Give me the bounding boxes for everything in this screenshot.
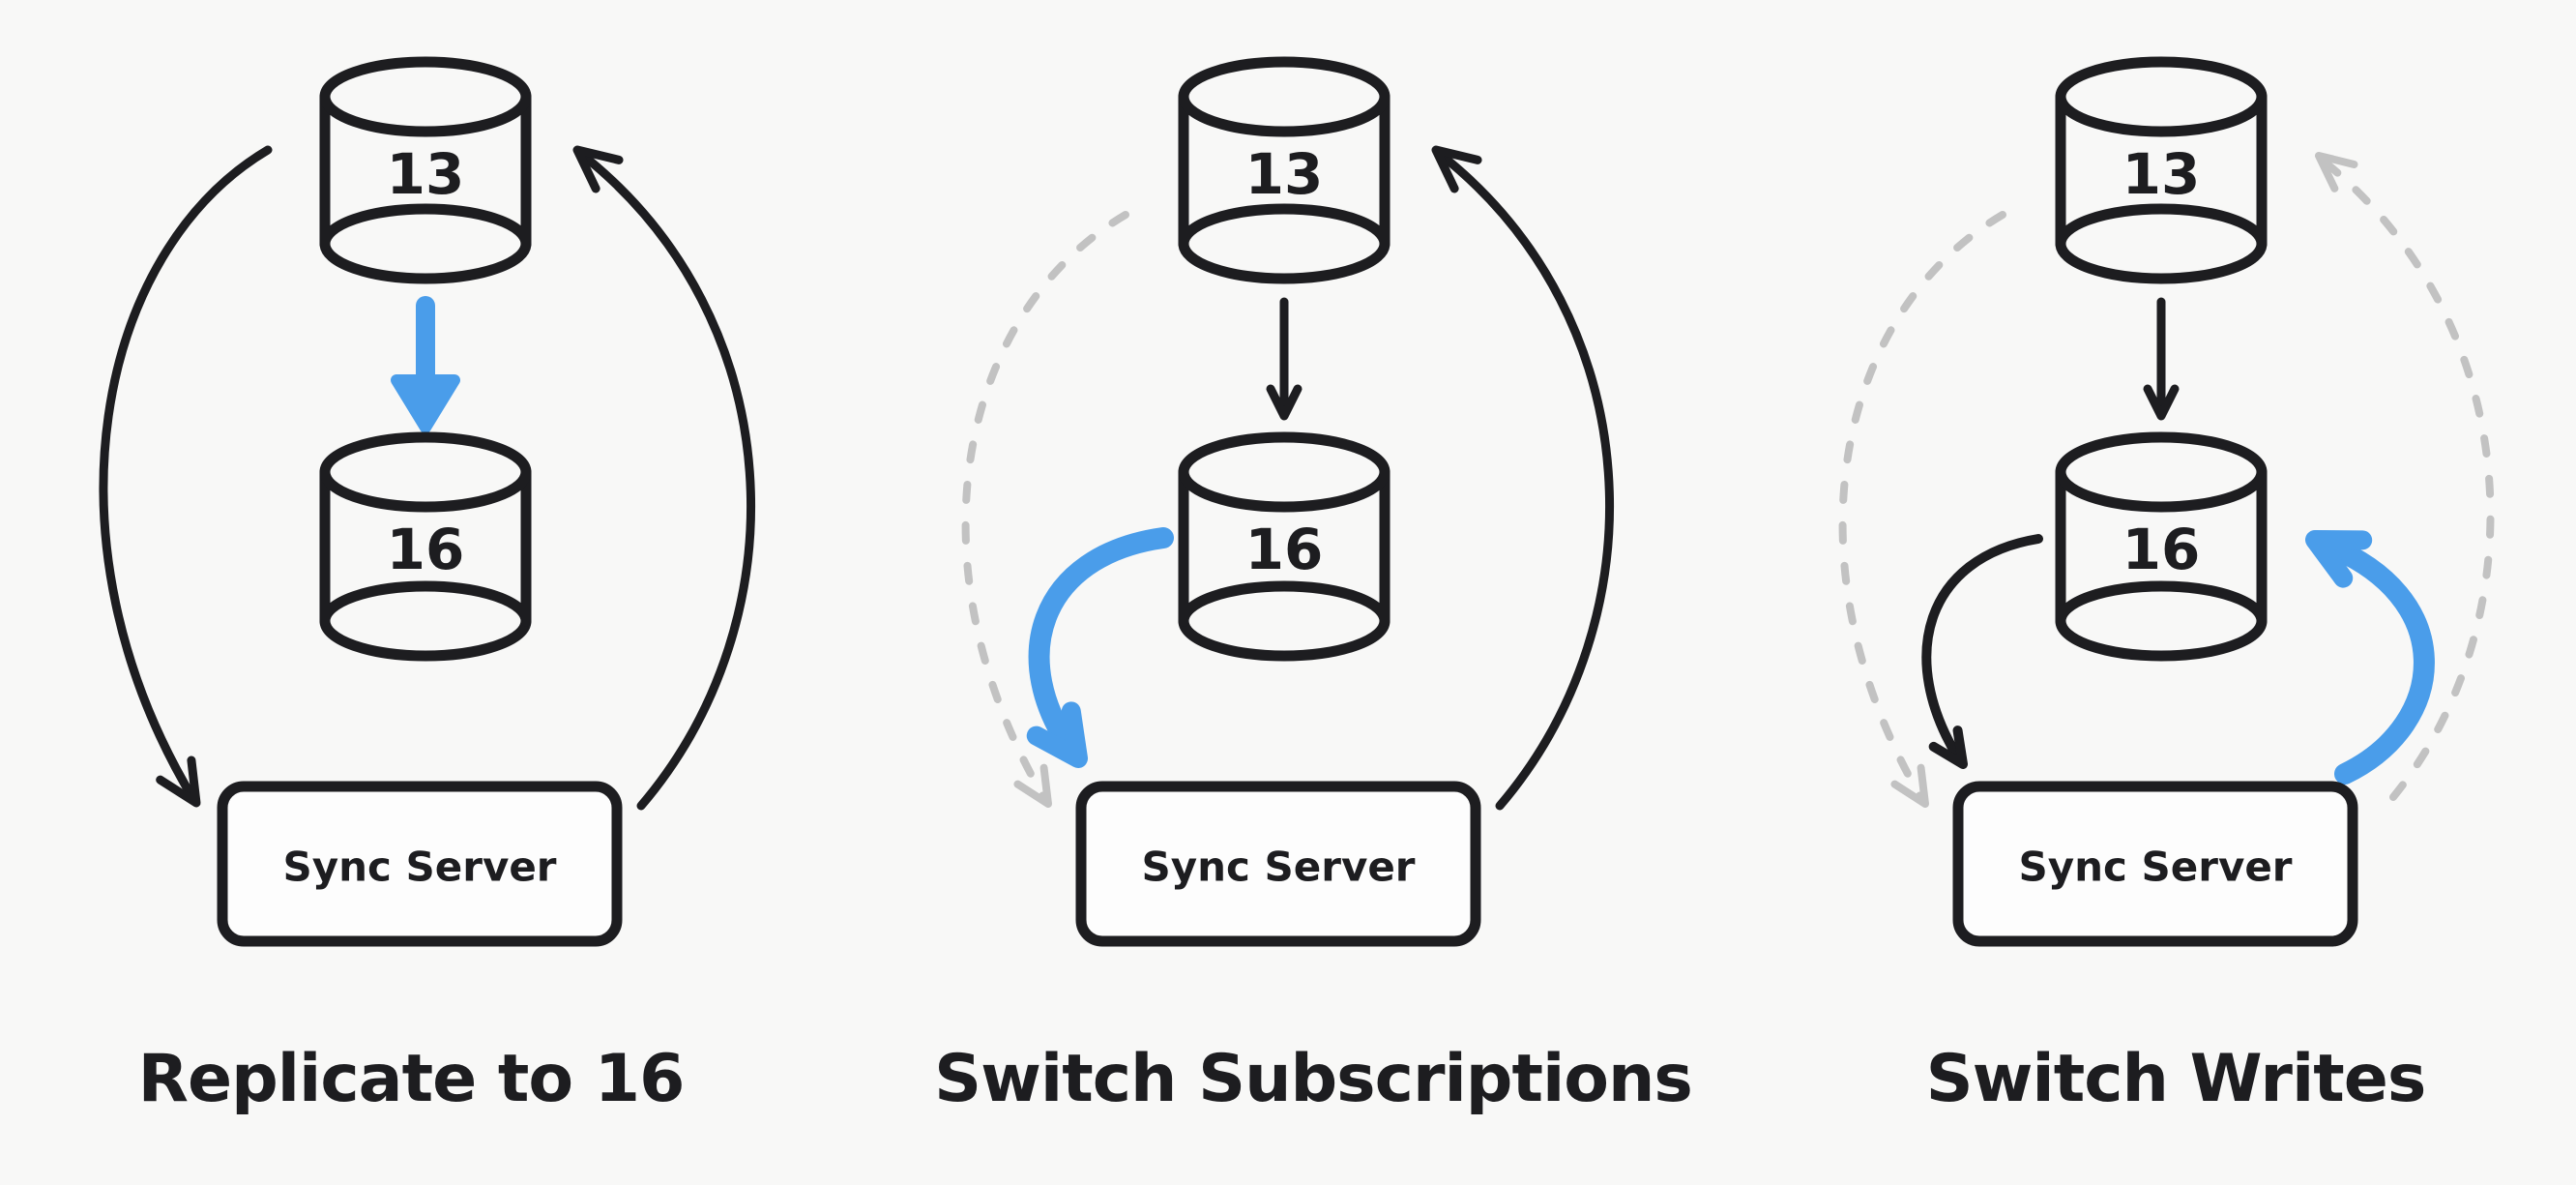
arrowhead-down-icon: [1013, 763, 1052, 808]
arc-db13-to-server: [99, 145, 273, 808]
replication-arrow-blue: [391, 296, 460, 433]
db-cylinder-16: 16: [2055, 431, 2268, 662]
db16-label: 16: [387, 517, 465, 582]
replication-arrow: [1266, 297, 1303, 421]
db-cylinder-16: 16: [1178, 431, 1390, 662]
db-cylinder-13: 13: [319, 56, 532, 284]
sync-server-label: Sync Server: [282, 844, 556, 891]
db13-label: 13: [2122, 141, 2201, 207]
db13-label: 13: [1245, 141, 1324, 207]
old-arc-db13-to-server-dashed: [1838, 211, 2006, 808]
db16-label: 16: [1245, 517, 1324, 582]
arrowhead-up-icon: [1431, 145, 1482, 193]
panel-switch-writes: 13 16: [1736, 0, 2576, 1185]
panel-3-drawing: 13 16: [1838, 56, 2495, 1117]
panel-2-drawing: 13 16: [934, 56, 1693, 1117]
panel-caption: Switch Writes: [1926, 1041, 2426, 1117]
sync-server-box: Sync Server: [1075, 781, 1481, 947]
panel-caption: Switch Subscriptions: [934, 1041, 1692, 1117]
arrowhead-down-icon: [1266, 384, 1303, 421]
panel-switch-subscriptions: 13 16: [859, 0, 1719, 1185]
arrowhead-down-icon: [1890, 763, 1929, 808]
old-arc-server-to-db13-dashed: [2315, 152, 2495, 801]
panel-replicate-to-16: 13 16 Sync Server Replicate to 16: [0, 0, 861, 1185]
arc-server-to-db13: [1431, 145, 1615, 811]
arrowhead-up-icon: [2315, 152, 2358, 193]
sync-server-label: Sync Server: [2018, 844, 2292, 891]
sync-server-label: Sync Server: [1141, 844, 1415, 891]
arrowhead-up-icon: [572, 145, 624, 193]
db-cylinder-13: 13: [2055, 56, 2268, 284]
replication-arrow: [2143, 297, 2180, 421]
db13-label: 13: [387, 141, 465, 207]
db-cylinder-13: 13: [1178, 56, 1390, 284]
sync-server-box: Sync Server: [1952, 781, 2358, 947]
db16-label: 16: [2122, 517, 2201, 582]
arc-db16-to-server: [1921, 534, 2043, 769]
arrowhead-down-icon: [156, 755, 201, 808]
new-writes-arc-blue: [2305, 530, 2435, 785]
new-subscription-arc-blue: [1026, 527, 1174, 768]
arrowhead-down-icon: [2143, 384, 2180, 421]
arrowhead-up-icon: [2305, 530, 2373, 588]
db-cylinder-16: 16: [319, 431, 532, 662]
arc-server-to-db13: [572, 145, 756, 811]
old-arc-db13-to-server-dashed: [961, 211, 1129, 808]
panel-1-drawing: 13 16 Sync Server Replicate to 16: [99, 56, 756, 1117]
arrowhead-down-icon: [1928, 726, 1968, 769]
sync-server-box: Sync Server: [217, 781, 623, 947]
panel-caption: Replicate to 16: [138, 1041, 685, 1117]
arrowhead-down-icon: [1026, 701, 1088, 768]
